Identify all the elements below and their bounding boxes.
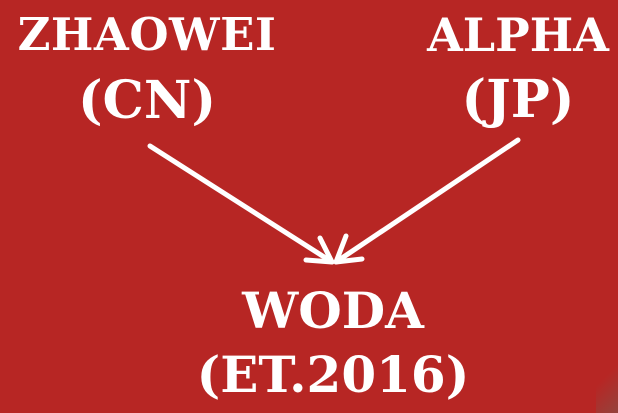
arrow-alpha-to-woda	[333, 137, 521, 265]
node-alpha-country: (JP)	[461, 69, 575, 130]
node-alpha-name: ALPHA	[427, 8, 609, 62]
arrow-zhaowei-to-woda	[147, 143, 335, 265]
node-woda-name: WODA	[242, 281, 424, 340]
node-woda: WODA (ET.2016)	[190, 286, 476, 400]
node-woda-established: (ET.2016)	[196, 345, 470, 404]
node-alpha: ALPHA (JP)	[420, 12, 616, 126]
node-zhaowei-country: (CN)	[77, 70, 217, 131]
node-zhaowei-name: ZHAOWEI	[17, 8, 277, 61]
corner-shadow	[596, 353, 618, 413]
node-zhaowei: ZHAOWEI (CN)	[8, 12, 286, 127]
